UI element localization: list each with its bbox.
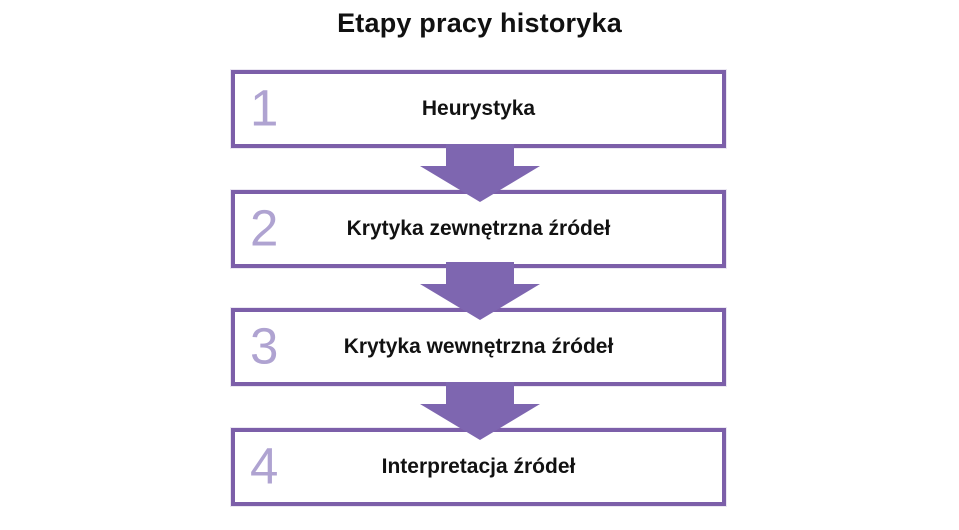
down-arrow-icon [420,144,540,202]
stage-label-2: Krytyka zewnętrzna źródeł [346,217,611,240]
down-arrow-shape [420,382,540,440]
stage-number-2: 2 [250,199,279,257]
stage-label-3: Krytyka wewnętrzna źródeł [343,335,614,358]
stage-label-4: Interpretacja źródeł [381,455,576,478]
down-arrow-icon [420,262,540,320]
down-arrow-shape [420,262,540,320]
stage-number-3: 3 [250,317,279,375]
stage-box-1: 1 Heurystyka [231,70,726,148]
diagram-title: Etapy pracy historyka [337,8,622,38]
down-arrow-shape [420,144,540,202]
stage-label-1: Heurystyka [421,97,536,120]
stage-number-4: 4 [250,437,279,495]
down-arrow-icon [420,382,540,440]
stage-box-4: 4 Interpretacja źródeł [231,428,726,506]
stage-number-1: 1 [250,79,279,137]
